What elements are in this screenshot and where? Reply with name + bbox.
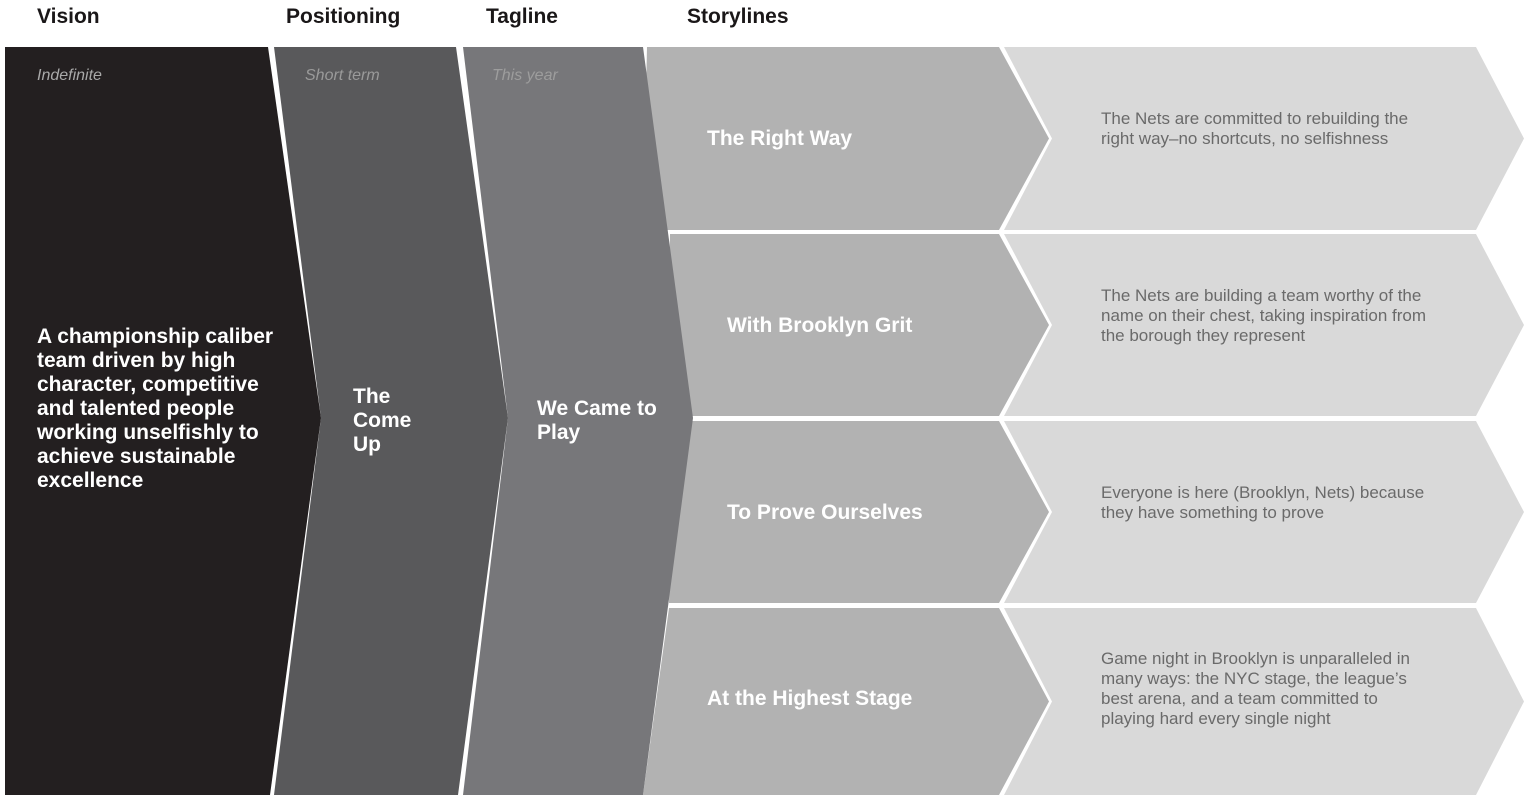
tagline-chevron <box>463 47 693 795</box>
vision-chevron <box>5 47 321 795</box>
storyline-title: At the Highest Stage <box>707 687 913 710</box>
storyline-description: The Nets are building a team worthy of t… <box>1101 286 1427 345</box>
storyline-chevron <box>669 421 1049 603</box>
description-chevron <box>1004 47 1524 230</box>
storyline-title: With Brooklyn Grit <box>727 314 913 337</box>
tagline-timeframe: This year <box>492 67 558 84</box>
vision-timeframe: Indefinite <box>37 67 102 84</box>
description-chevron <box>1004 234 1524 416</box>
storyline-chevron <box>643 47 1049 230</box>
storyline-chevron <box>668 234 1049 416</box>
tagline-statement: We Came to Play <box>537 397 657 444</box>
positioning-chevron <box>274 47 508 795</box>
storyline-title: To Prove Ourselves <box>727 501 923 524</box>
storyline-description: The Nets are committed to rebuilding the… <box>1101 109 1409 148</box>
positioning-header: Positioning <box>286 5 401 28</box>
storyline-description: Everyone is here (Brooklyn, Nets) becaus… <box>1101 483 1425 522</box>
vision-statement: A championship caliber team driven by hi… <box>37 325 274 492</box>
description-chevron <box>1004 608 1524 795</box>
positioning-statement: The Come Up <box>353 385 412 456</box>
storylines-header: Storylines <box>687 5 789 28</box>
positioning-timeframe: Short term <box>305 67 380 84</box>
tagline-header: Tagline <box>486 5 558 28</box>
description-chevron <box>1004 421 1524 603</box>
vision-header: Vision <box>37 5 100 28</box>
storyline-chevron <box>643 608 1049 795</box>
storyline-description: Game night in Brooklyn is unparalleled i… <box>1101 649 1411 728</box>
storyline-title: The Right Way <box>707 127 853 150</box>
